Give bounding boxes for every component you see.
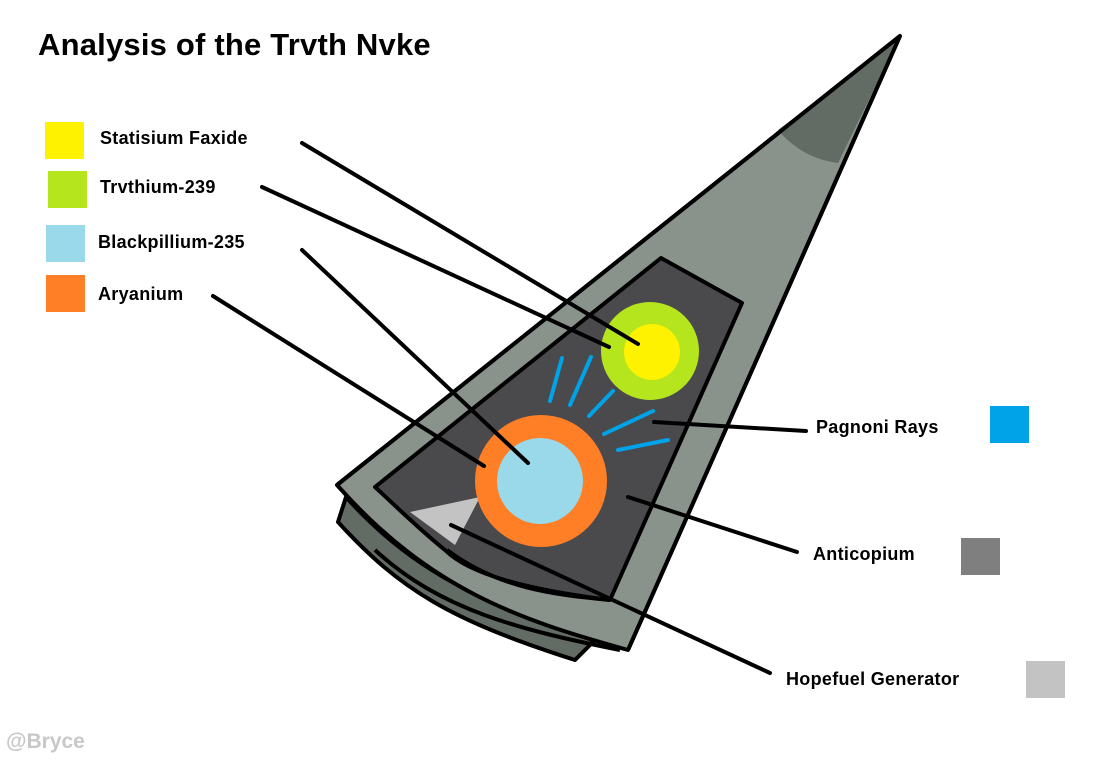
label-statisium-faxide: Statisium Faxide [100,128,248,148]
swatch-hopefuel-generator [1026,661,1065,698]
swatch-pagnoni-rays [990,406,1029,443]
swatch-aryanium [46,275,85,312]
leader-lines [211,141,808,675]
label-trvthium-239: Trvthium-239 [100,177,216,197]
nose-tip [778,40,898,163]
label-anticopium: Anticopium [813,544,915,564]
author-credit: @Bryce [6,730,85,753]
swatch-blackpillium-235 [46,225,85,262]
swatch-statisium-faxide [45,122,84,159]
pagnoni-rays [548,355,670,452]
blackpillium-core [497,438,583,524]
label-aryanium: Aryanium [98,284,184,304]
label-blackpillium-235: Blackpillium-235 [98,232,245,252]
statisium-core [624,324,680,380]
label-hopefuel-generator: Hopefuel Generator [786,669,960,689]
diagram-title: Analysis of the Trvth Nvke [38,27,431,62]
swatch-anticopium [961,538,1000,575]
label-pagnoni-rays: Pagnoni Rays [816,417,939,437]
swatch-trvthium-239 [48,171,87,208]
hopefuel-generator [410,497,480,545]
